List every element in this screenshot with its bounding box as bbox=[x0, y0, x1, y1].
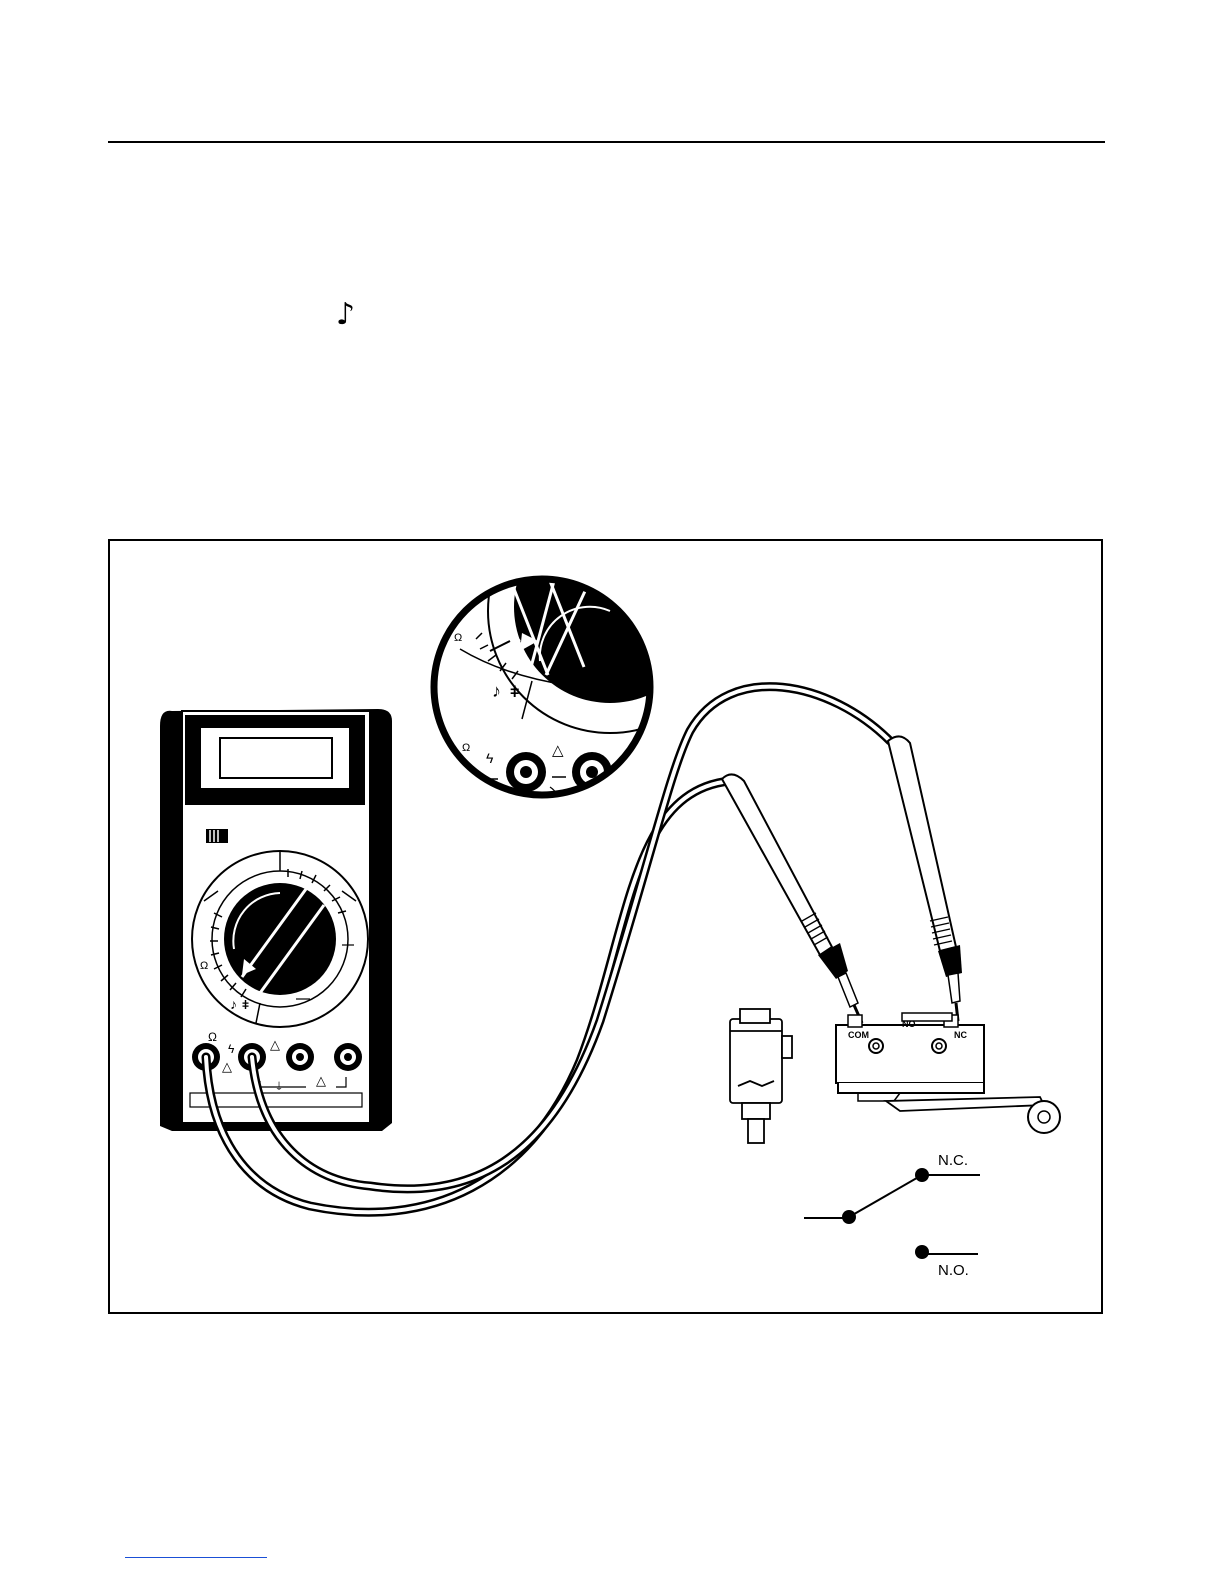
terminal-no-label: NO bbox=[902, 1019, 916, 1029]
dial-ohm-label: Ω bbox=[200, 960, 208, 972]
actuator-lever bbox=[886, 1097, 1044, 1111]
probe-left bbox=[722, 774, 862, 1023]
schematic-no-label: N.O. bbox=[938, 1262, 969, 1279]
selector-knob bbox=[224, 883, 336, 995]
bottom-link-underline bbox=[125, 1557, 267, 1558]
inset-bolt-icon: ϟ bbox=[486, 750, 494, 766]
inset-ohm-label: Ω bbox=[454, 632, 462, 644]
inset-jack-com bbox=[506, 752, 546, 792]
probe-right bbox=[888, 736, 962, 1021]
dial-zoom-inset: Ω ♪ ǂ Ω ϟ △ bbox=[430, 541, 732, 811]
terminal-nc-screw bbox=[932, 1039, 946, 1053]
jack-a[interactable] bbox=[334, 1043, 362, 1071]
inset-continuity-icon: ♪ bbox=[492, 681, 501, 701]
jack-ma-warning-icon: △ bbox=[270, 1037, 280, 1052]
inset-jack-ohm-label: Ω bbox=[462, 742, 470, 754]
continuity-icon: ♪ bbox=[336, 300, 355, 330]
jack-warning-icon: △ bbox=[222, 1059, 232, 1074]
inset-warning-icon: △ bbox=[552, 742, 564, 759]
figure-svg: Ω ♪ ǂ Ω ϟ △ △ bbox=[110, 541, 1101, 1312]
dial-continuity-icon: ♪ bbox=[230, 996, 237, 1012]
jack-bolt-icon: ϟ bbox=[228, 1042, 235, 1056]
actuator-roller bbox=[1028, 1101, 1060, 1133]
multimeter-switch-test-figure: Ω ♪ ǂ Ω ϟ △ △ bbox=[108, 539, 1103, 1314]
inset-diode-icon: ǂ bbox=[510, 684, 519, 701]
schematic-nc-label: N.C. bbox=[938, 1152, 968, 1169]
multimeter: Ω ♪ ǂ Ω ϟ △ △ bbox=[160, 709, 392, 1131]
terminal-nc-label: NC bbox=[954, 1030, 967, 1040]
micro-switch: COM NO NC bbox=[836, 1013, 1060, 1133]
schematic-no-node bbox=[915, 1245, 929, 1259]
terminal-com-screw bbox=[869, 1039, 883, 1053]
jack-ground-icon: ⏚ bbox=[274, 1081, 284, 1093]
jack-a-warning-icon: △ bbox=[316, 1073, 326, 1088]
switch-side-view bbox=[730, 1009, 792, 1143]
hold-button-icon bbox=[206, 829, 228, 843]
header-rule bbox=[108, 141, 1105, 143]
terminal-com-label: COM bbox=[848, 1030, 869, 1040]
jack-ma[interactable] bbox=[286, 1043, 314, 1071]
switch-schematic: N.C. N.O. bbox=[804, 1152, 980, 1279]
dial-diode-icon: ǂ bbox=[242, 998, 249, 1012]
lcd-screen bbox=[220, 738, 332, 778]
jack-ohm-label: Ω bbox=[208, 1030, 217, 1044]
